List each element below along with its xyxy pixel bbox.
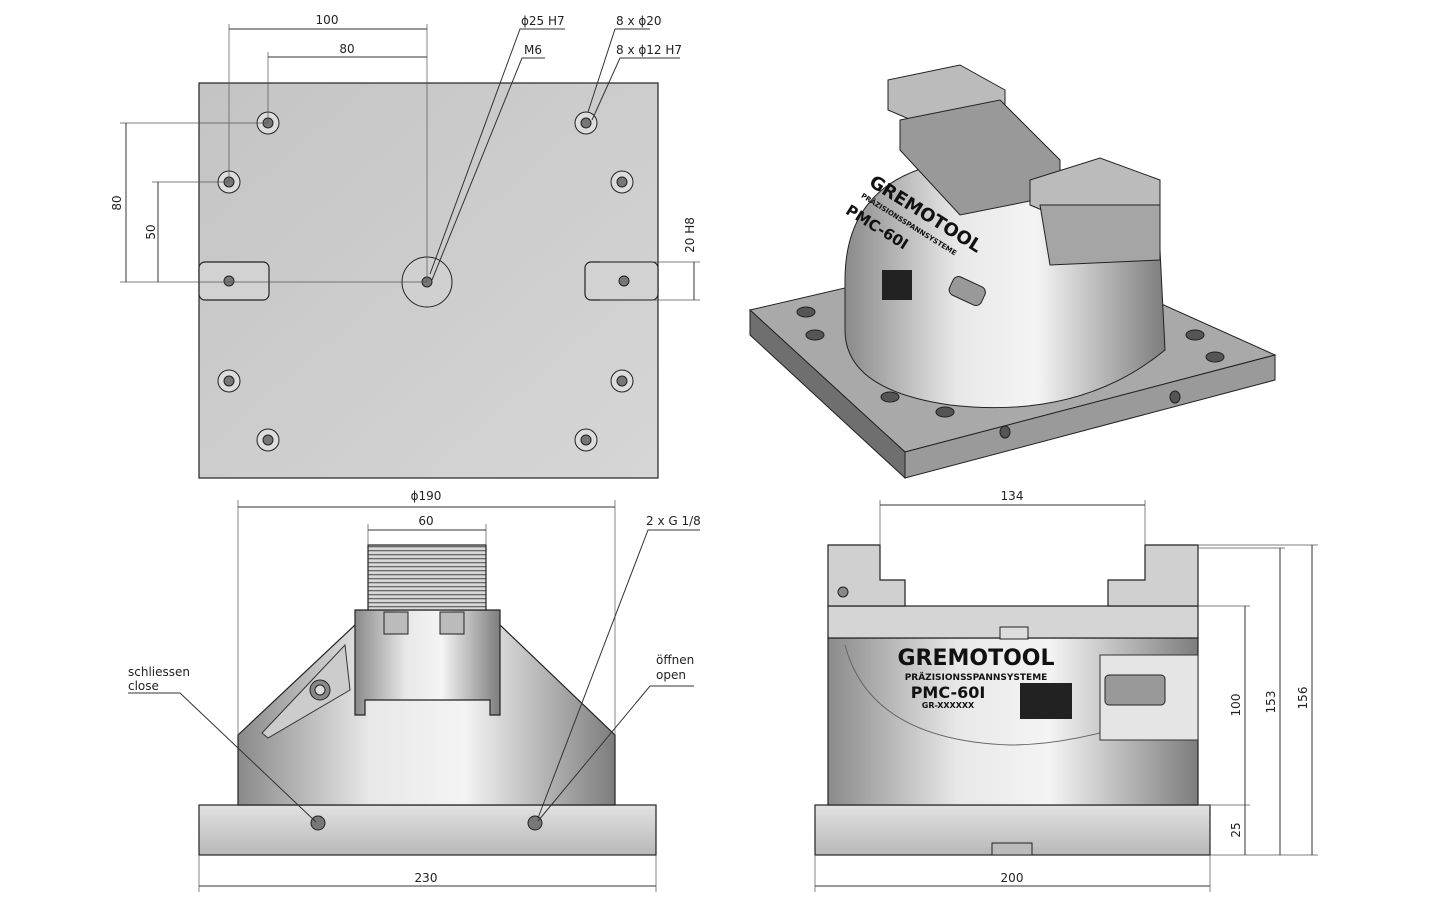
callout-bore: ϕ25 H7 xyxy=(521,14,565,28)
dim-jaw-134: 134 xyxy=(1001,489,1024,503)
side-tagline: PRÄZISIONSSPANNSYSTEME xyxy=(905,672,1048,683)
label-open-en: open xyxy=(656,668,686,682)
dim-50: 50 xyxy=(144,224,158,239)
dim-height-153: 153 xyxy=(1264,691,1278,714)
side-brand: GREMOTOOL xyxy=(897,646,1054,671)
dim-jaw-60: 60 xyxy=(418,514,433,528)
side-jaw-right xyxy=(1107,544,1199,607)
callout-thread: M6 xyxy=(524,43,542,57)
dim-80-horizontal: 80 xyxy=(339,42,354,56)
side-port-fitting xyxy=(1104,674,1166,706)
side-qr-code xyxy=(1020,683,1072,719)
front-base xyxy=(198,804,657,856)
label-close-en: close xyxy=(128,679,159,693)
dim-height-100: 100 xyxy=(1229,694,1243,717)
side-jaw-left xyxy=(827,544,906,607)
iso-jaw-right xyxy=(1029,157,1161,266)
front-jaw xyxy=(367,544,487,611)
front-view: ϕ190 60 230 2 x G 1/8 schliessen close ö… xyxy=(128,489,701,892)
label-close-de: schliessen xyxy=(128,665,190,679)
dim-20h8: 20 H8 xyxy=(683,217,697,253)
callout-holes-small: 8 x ϕ12 H7 xyxy=(616,43,682,57)
dim-100: 100 xyxy=(316,13,339,27)
side-view: GREMOTOOL PRÄZISIONSSPANNSYSTEME PMC-60I… xyxy=(814,489,1318,892)
iso-qr-code xyxy=(882,270,912,300)
dim-diameter-190: ϕ190 xyxy=(411,489,442,503)
side-model: PMC-60I xyxy=(911,683,986,702)
mounting-holes xyxy=(217,111,634,452)
callout-ports: 2 x G 1/8 xyxy=(646,514,701,528)
callout-holes-large: 8 x ϕ20 xyxy=(616,14,662,28)
dim-height-156: 156 xyxy=(1296,687,1310,710)
top-view: 100 80 80 50 20 H8 ϕ25 H7 M6 8 x ϕ20 8 x… xyxy=(110,13,700,479)
port-close xyxy=(310,815,326,831)
iso-jaw-left xyxy=(887,64,1061,216)
isometric-view: GREMOTOOL PRÄZISIONSSPANNSYSTEME PMC-60I xyxy=(748,64,1277,480)
side-serial: GR-XXXXXX xyxy=(922,701,975,710)
port-open xyxy=(527,815,543,831)
dim-width-230: 230 xyxy=(415,871,438,885)
label-open-de: öffnen xyxy=(656,653,694,667)
dim-80-vertical: 80 xyxy=(110,195,124,210)
dim-width-200: 200 xyxy=(1001,871,1024,885)
iso-port-fitting xyxy=(948,276,986,307)
dim-height-25: 25 xyxy=(1229,822,1243,837)
